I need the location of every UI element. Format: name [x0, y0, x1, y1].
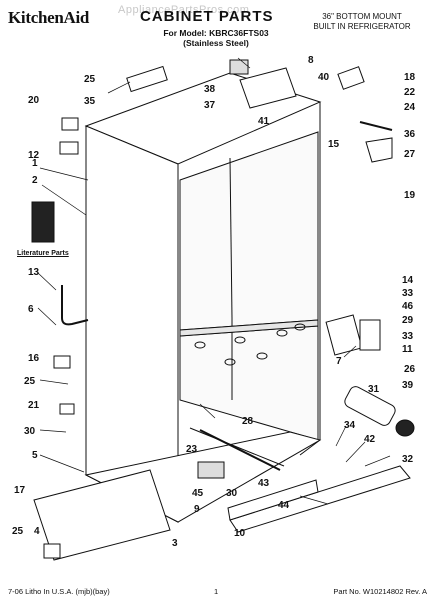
- callout-17: 17: [14, 485, 26, 496]
- callout-36: 36: [404, 129, 416, 140]
- callout-33-bottom: 33: [402, 331, 414, 342]
- model-line: For Model: KBRC36FTS03: [163, 28, 269, 38]
- callout-9: 9: [194, 504, 200, 515]
- hinge-bracket-40: [337, 66, 365, 90]
- freshfood-compartment: [179, 131, 319, 331]
- tube-13: [61, 285, 89, 326]
- footer-part-number: Part No. W10214802 Rev. A: [333, 587, 427, 596]
- callout-25-mid: 25: [24, 376, 36, 387]
- part-16: [53, 355, 71, 369]
- callout-35: 35: [84, 96, 96, 107]
- callout-34: 34: [344, 420, 356, 431]
- product-line-1: 36" BOTTOM MOUNT: [322, 12, 402, 21]
- callout-8: 8: [308, 55, 314, 66]
- callout-41: 41: [258, 116, 270, 127]
- top-bracket-37: [239, 67, 297, 109]
- callout-14: 14: [402, 275, 414, 286]
- callout-25-bottom: 25: [12, 526, 24, 537]
- callout-5: 5: [32, 450, 38, 461]
- callout-15: 15: [328, 139, 340, 150]
- grille-44: [227, 479, 319, 521]
- callout-29: 29: [402, 315, 414, 326]
- footer-litho: 7-06 Litho In U.S.A. (mjb)(bay): [8, 587, 110, 596]
- part-12: [59, 141, 79, 155]
- callout-38: 38: [204, 84, 216, 95]
- callout-24: 24: [404, 102, 416, 113]
- top-bracket-left: [126, 65, 168, 93]
- callout-10: 10: [234, 528, 246, 539]
- top-bracket-center: [229, 59, 249, 75]
- callout-7: 7: [336, 356, 342, 367]
- callout-44: 44: [278, 500, 290, 511]
- callout-39: 39: [402, 380, 414, 391]
- callout-19: 19: [404, 190, 416, 201]
- callout-4: 4: [34, 526, 40, 537]
- callout-22: 22: [404, 87, 416, 98]
- callout-6: 6: [28, 304, 34, 315]
- callout-40: 40: [318, 72, 330, 83]
- callout-33-top: 33: [402, 288, 414, 299]
- callout-20: 20: [28, 95, 40, 106]
- hinge-plate-30: [325, 314, 363, 356]
- part-45: [197, 461, 225, 479]
- callout-labels: 1 2 3 4 5 6 7 8 9 10 11 12 13 14 15 16 1…: [12, 55, 416, 549]
- brand-logo: KitchenAid: [8, 8, 90, 27]
- hinge-cylinder: [344, 386, 396, 426]
- literature-parts-label: Literature Parts: [17, 250, 69, 257]
- callout-27: 27: [404, 149, 416, 160]
- callout-26: 26: [404, 364, 416, 375]
- callout-13: 13: [28, 267, 40, 278]
- callout-43: 43: [258, 478, 270, 489]
- callout-45: 45: [192, 488, 204, 499]
- callout-16: 16: [28, 353, 40, 364]
- callout-2: 2: [32, 175, 38, 186]
- callout-31: 31: [368, 384, 380, 395]
- page-title: CABINET PARTS: [140, 8, 274, 25]
- callout-46: 46: [402, 301, 414, 312]
- literature-booklet: [31, 201, 55, 243]
- callout-30-left: 30: [24, 426, 36, 437]
- callout-37: 37: [204, 100, 216, 111]
- callout-1: 1: [32, 158, 38, 169]
- product-line-2: BUILT IN REFRIGERATOR: [313, 22, 411, 31]
- callout-25-top: 25: [84, 74, 96, 85]
- hinge-46: [359, 319, 381, 351]
- callout-32: 32: [402, 454, 414, 465]
- callout-28: 28: [242, 416, 254, 427]
- callout-42: 42: [364, 434, 376, 445]
- part-20: [61, 117, 79, 131]
- base-support: [33, 469, 171, 561]
- part-21: [59, 403, 75, 415]
- product-description: 36" BOTTOM MOUNT BUILT IN REFRIGERATOR: [307, 12, 417, 32]
- callout-21: 21: [28, 400, 40, 411]
- model-note: (Stainless Steel): [183, 38, 249, 48]
- callout-11: 11: [402, 344, 413, 355]
- kick-plate: [229, 465, 411, 533]
- bracket-36: [365, 137, 393, 163]
- callout-30-bottom: 30: [226, 488, 238, 499]
- model-info: For Model: KBRC36FTS03 (Stainless Steel): [146, 28, 286, 48]
- leveler-4: [43, 543, 61, 559]
- callout-23: 23: [186, 444, 198, 455]
- watermark: AppliancePartsPros.com: [118, 4, 250, 16]
- callout-3: 3: [172, 538, 178, 549]
- hinge-cap: [395, 419, 415, 437]
- callout-18: 18: [404, 72, 416, 83]
- mullion: [179, 319, 319, 337]
- footer-page-number: 1: [214, 587, 219, 596]
- callout-12: 12: [28, 150, 40, 161]
